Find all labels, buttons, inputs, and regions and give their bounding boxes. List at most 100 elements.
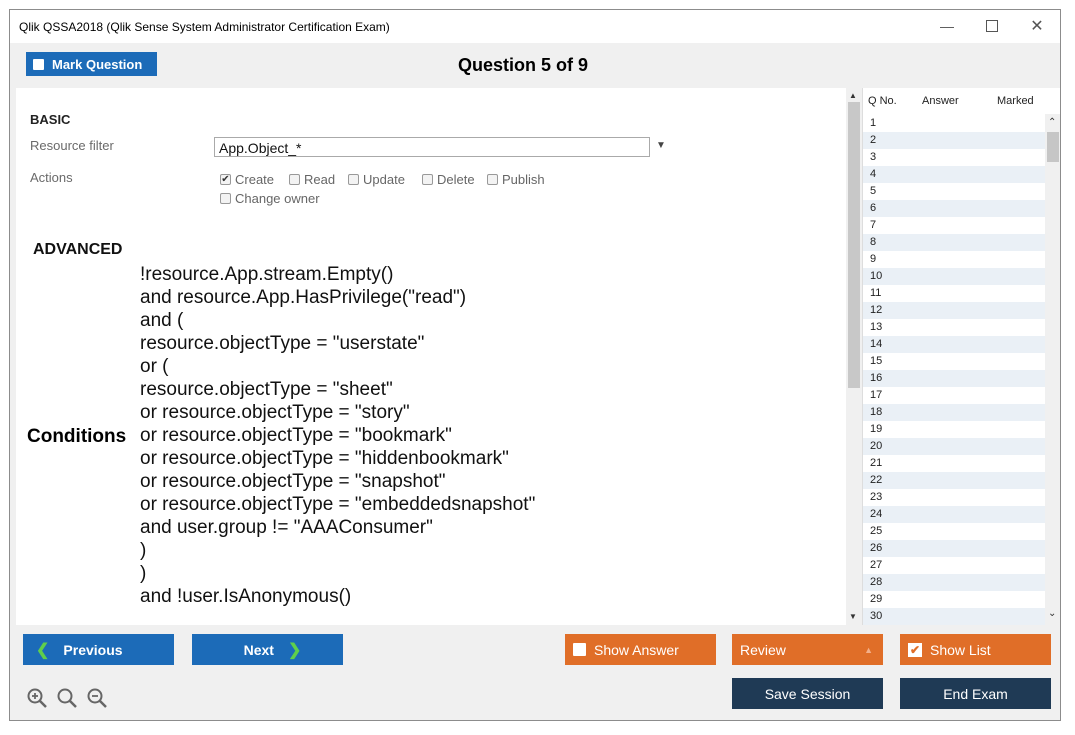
checkbox-icon (573, 643, 586, 656)
title-bar: Qlik QSSA2018 (Qlik Sense System Adminis… (10, 10, 1060, 43)
code-line: resource.objectType = "userstate" (140, 333, 425, 354)
question-list-item[interactable]: 24 (863, 506, 1045, 523)
question-list-item[interactable]: 13 (870, 321, 883, 333)
action-delete: Delete (422, 172, 475, 187)
action-create: ✔ Create (220, 172, 274, 187)
resource-filter-field: App.Object_* (214, 137, 650, 157)
code-line: ) (140, 540, 147, 561)
conditions-code: !resource.App.stream.Empty() and resourc… (140, 263, 535, 608)
chevron-left-icon: ❮ (36, 641, 50, 659)
zoom-out-icon[interactable] (86, 687, 108, 715)
question-list-item[interactable]: 10 (863, 268, 1045, 285)
next-button[interactable]: Next ❯ (192, 634, 343, 665)
question-list-item[interactable]: 7 (870, 219, 877, 231)
app-window: Qlik QSSA2018 (Qlik Sense System Adminis… (9, 9, 1061, 721)
question-list-item[interactable]: 16 (863, 370, 1045, 387)
action-change-owner: Change owner (220, 191, 320, 206)
question-list-item[interactable]: 12 (863, 302, 1045, 319)
action-update: Update (348, 172, 405, 187)
question-list-item[interactable]: 3 (870, 151, 877, 163)
maximize-icon[interactable] (972, 14, 1012, 38)
save-session-button[interactable]: Save Session (732, 678, 883, 709)
code-line: and !user.IsAnonymous() (140, 586, 352, 607)
col-marked: Marked (997, 95, 1034, 107)
question-list-item[interactable]: 4 (863, 166, 1045, 183)
show-list-button[interactable]: ✔ Show List (900, 634, 1051, 665)
action-label: Publish (502, 172, 545, 187)
mark-question-button[interactable]: Mark Question (26, 52, 157, 76)
review-dropdown[interactable]: Review ▲ (732, 634, 883, 665)
question-content: BASIC Resource filter App.Object_* ▼ Act… (16, 88, 846, 625)
checkbox-icon (348, 174, 359, 185)
window-title: Qlik QSSA2018 (Qlik Sense System Adminis… (19, 20, 390, 34)
mark-question-label: Mark Question (52, 56, 143, 72)
question-list-item[interactable]: 29 (870, 593, 883, 605)
question-list-item[interactable]: 1 (870, 117, 877, 129)
action-label: Create (235, 172, 275, 187)
question-list-item[interactable]: 14 (863, 336, 1045, 353)
code-line: or resource.objectType = "story" (140, 402, 410, 423)
question-list-item[interactable]: 21 (870, 457, 883, 469)
question-list-item[interactable]: 30 (863, 608, 1045, 625)
question-list-item[interactable]: 20 (863, 438, 1045, 455)
close-icon[interactable]: ✕ (1030, 18, 1044, 35)
question-list-item[interactable]: 23 (870, 491, 883, 503)
question-number: Question 5 of 9 (458, 55, 589, 75)
chevron-down-icon[interactable]: ⌄ (1048, 608, 1057, 619)
question-list-item[interactable]: 18 (863, 404, 1045, 421)
code-line: resource.objectType = "sheet" (140, 379, 393, 400)
question-list-item[interactable]: 11 (870, 287, 882, 299)
question-header: Mark Question Question 5 of 9 (10, 43, 1060, 88)
question-list-item[interactable]: 5 (870, 185, 877, 197)
question-list-item[interactable]: 15 (870, 355, 883, 367)
question-list-item[interactable]: 19 (870, 423, 883, 435)
zoom-reset-icon[interactable] (56, 687, 78, 715)
scroll-thumb[interactable] (848, 102, 860, 388)
question-list-item[interactable]: 17 (870, 389, 883, 401)
question-list-item[interactable]: 26 (863, 540, 1045, 557)
code-line: and user.group != "AAAConsumer" (140, 517, 433, 538)
code-line: or resource.objectType = "hiddenbookmark… (140, 448, 509, 469)
question-list-item[interactable]: 6 (863, 200, 1045, 217)
resource-filter-label: Resource filter (30, 138, 114, 153)
question-list-item[interactable]: 22 (863, 472, 1045, 489)
checkbox-icon (289, 174, 300, 185)
question-list-item[interactable]: 28 (863, 574, 1045, 591)
advanced-heading: ADVANCED (33, 241, 123, 258)
question-list-item[interactable]: 27 (870, 559, 883, 571)
basic-heading: BASIC (30, 112, 71, 127)
chevron-up-icon[interactable]: ⌃ (1048, 117, 1057, 128)
scroll-up-icon[interactable]: ▲ (849, 91, 857, 100)
review-label: Review (740, 641, 786, 658)
question-list-scrollbar[interactable]: ⌃ ⌄ (1045, 114, 1060, 625)
col-answer: Answer (922, 95, 959, 107)
question-list-item[interactable]: 2 (863, 132, 1045, 149)
show-answer-label: Show Answer (594, 641, 679, 658)
next-label: Next (243, 641, 274, 658)
action-label: Change owner (235, 191, 320, 206)
scroll-down-icon[interactable]: ▼ (849, 612, 857, 621)
checkbox-checked-icon: ✔ (908, 642, 922, 657)
end-exam-button[interactable]: End Exam (900, 678, 1051, 709)
checkbox-icon (33, 58, 44, 70)
scroll-thumb[interactable] (1047, 132, 1059, 162)
action-label: Delete (437, 172, 475, 187)
checkbox-icon (422, 174, 433, 185)
code-line: or resource.objectType = "snapshot" (140, 471, 446, 492)
code-line: or ( (140, 356, 169, 377)
code-line: or resource.objectType = "embeddedsnapsh… (140, 494, 536, 515)
code-line: and resource.App.HasPrivilege("read") (140, 287, 467, 308)
checkbox-icon (487, 174, 498, 185)
conditions-label: Conditions (27, 426, 127, 447)
question-list-item[interactable]: 9 (870, 253, 877, 265)
code-line: and ( (140, 310, 184, 331)
content-scrollbar[interactable]: ▲ ▼ (846, 88, 861, 625)
zoom-in-icon[interactable] (26, 687, 48, 715)
minimize-icon[interactable]: — (940, 18, 954, 34)
action-label: Read (304, 172, 336, 187)
question-list-item[interactable]: 25 (870, 525, 883, 537)
show-list-label: Show List (930, 641, 991, 658)
previous-button[interactable]: ❮ Previous (23, 634, 174, 665)
show-answer-button[interactable]: Show Answer (565, 634, 716, 665)
question-list-item[interactable]: 8 (863, 234, 1045, 251)
